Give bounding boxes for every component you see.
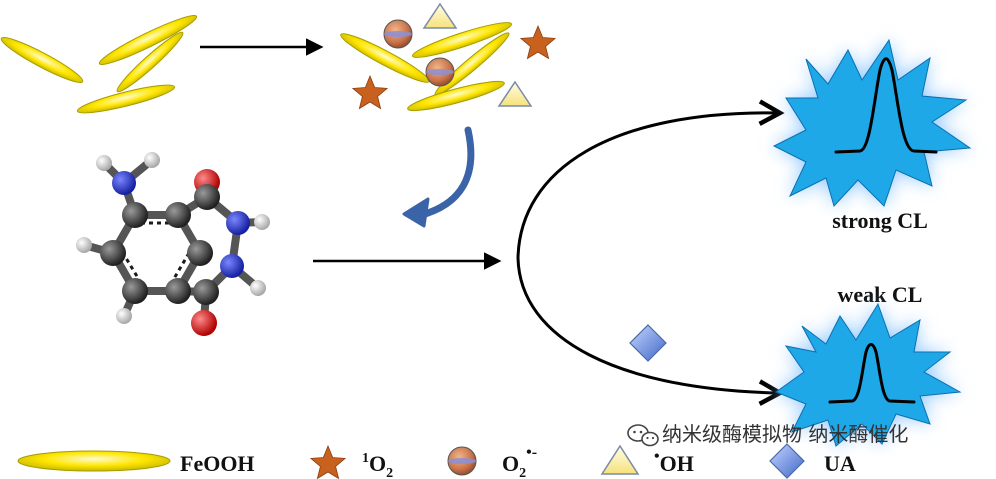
feooh-nanorod: [411, 22, 513, 58]
feooh-nanorod: [407, 80, 505, 112]
feooh-nanorods-group: [0, 15, 198, 114]
strong-cl-peak: [834, 57, 938, 154]
legend-singlet-oxygen-star-icon: [309, 444, 347, 479]
hydrogen-atom: [250, 280, 266, 296]
nitrogen-atom: [112, 171, 136, 195]
legend: FeOOH 1O2 O2•- •OH UA: [17, 443, 856, 479]
singlet-oxygen-star: [351, 74, 389, 110]
legend-superoxide-label: O2•-: [502, 444, 537, 479]
curved-blue-arrow-head: [402, 197, 430, 228]
carbon-atom: [165, 202, 191, 228]
hydroxyl-radical-triangle: [497, 80, 533, 107]
hydrogen-atom: [116, 308, 132, 324]
legend-singlet-oxygen-label: 1O2: [362, 451, 393, 479]
legend-hydroxyl-label: •OH: [654, 448, 694, 476]
hydrogen-atom: [96, 155, 112, 171]
branch-arrow-strong: [516, 113, 780, 259]
singlet-oxygen-star: [519, 24, 557, 60]
feooh-nanorod: [98, 15, 198, 65]
wechat-icon: [627, 424, 659, 447]
luminol-molecule: [76, 152, 270, 336]
legend-ua-diamond-icon: [769, 443, 805, 479]
uric-acid-diamond: [629, 324, 667, 362]
weak-cl-label: weak CL: [838, 282, 923, 307]
feooh-nanorod: [0, 37, 84, 83]
branch-arrow-weak: [516, 257, 780, 393]
curved-blue-arrow: [414, 126, 475, 220]
carbon-atom: [194, 184, 220, 210]
oxygen-atom: [191, 310, 217, 336]
superoxide-sphere: [425, 57, 455, 87]
nitrogen-atom: [226, 211, 250, 235]
legend-superoxide-sphere-icon: [447, 446, 477, 476]
hydrogen-atom: [144, 152, 160, 168]
carbon-atom: [122, 278, 148, 304]
carbon-atom: [193, 279, 219, 305]
hydrogen-atom: [76, 237, 92, 253]
carbon-atom: [187, 240, 213, 266]
legend-hydroxyl-triangle-icon: [600, 444, 640, 475]
legend-ua-label: UA: [824, 451, 856, 476]
weak-cl-peak: [828, 343, 916, 404]
carbon-atom: [165, 278, 191, 304]
feooh-nanorod: [76, 84, 176, 114]
nitrogen-atom: [220, 254, 244, 278]
watermark: 纳米级酶模拟物 纳米酶催化: [627, 422, 908, 447]
feooh-ros-cluster: [340, 2, 557, 112]
superoxide-sphere: [383, 19, 413, 49]
hydrogen-atom: [254, 214, 270, 230]
watermark-text: 纳米级酶模拟物 纳米酶催化: [662, 422, 908, 446]
legend-feooh-label: FeOOH: [180, 451, 255, 476]
strong-cl-burst: [772, 38, 972, 207]
carbon-atom: [100, 240, 126, 266]
weak-cl-burst: [774, 302, 962, 447]
strong-cl-label: strong CL: [832, 208, 928, 233]
legend-feooh-rod-icon: [17, 450, 171, 472]
feooh-nanorod: [116, 31, 184, 93]
hydroxyl-radical-triangle: [422, 2, 458, 29]
carbon-atom: [122, 202, 148, 228]
